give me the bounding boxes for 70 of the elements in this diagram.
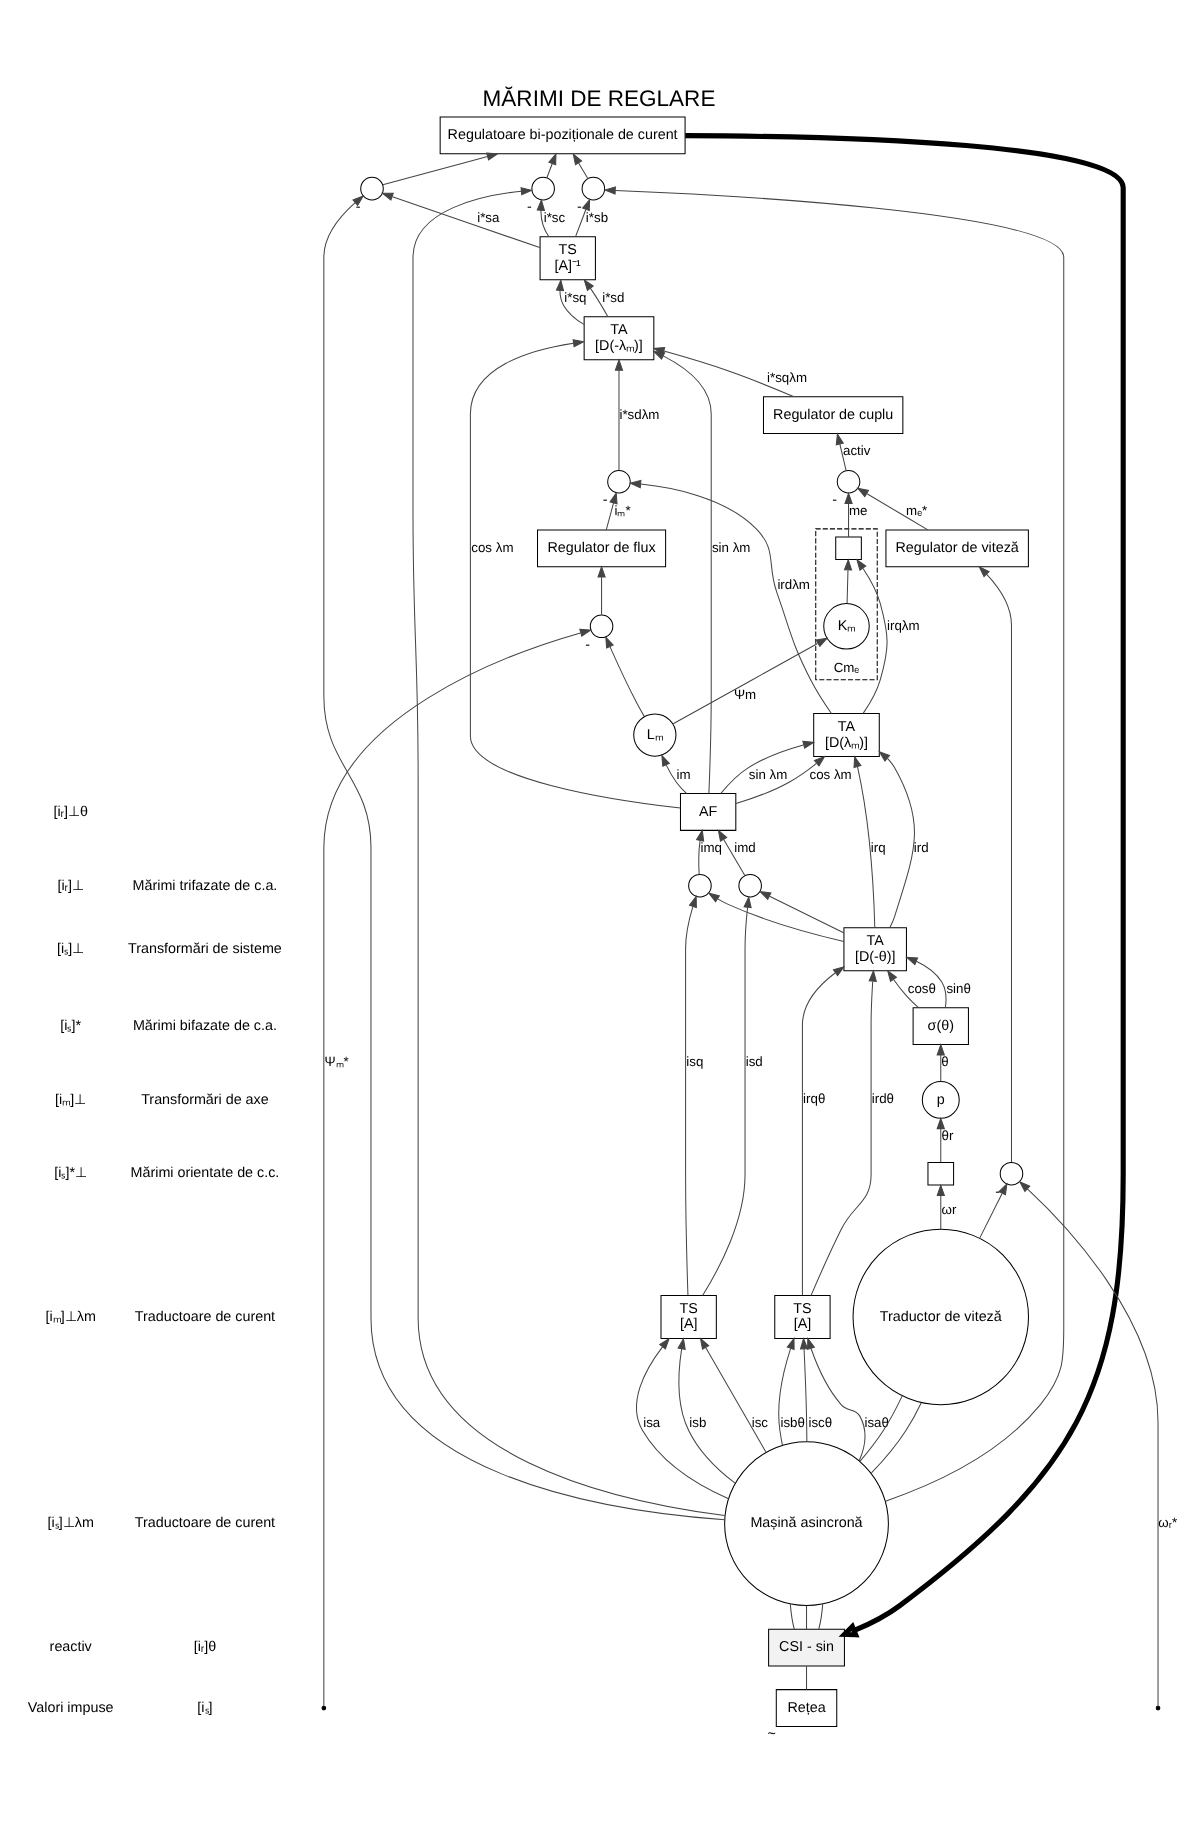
arrow bbox=[799, 1336, 809, 1441]
arrow bbox=[810, 968, 877, 1295]
arrow bbox=[583, 277, 609, 317]
arrow bbox=[685, 132, 1126, 1637]
arrow bbox=[699, 1336, 767, 1452]
connector bbox=[806, 1664, 808, 1690]
arrow bbox=[878, 749, 915, 927]
arrow bbox=[936, 1182, 946, 1229]
arrow bbox=[605, 490, 618, 530]
arrow bbox=[707, 891, 845, 941]
node-circle bbox=[999, 1160, 1024, 1185]
node-circle bbox=[738, 872, 762, 897]
arrow bbox=[886, 968, 919, 1007]
arrow bbox=[628, 478, 832, 714]
node-circle bbox=[688, 872, 712, 897]
arrow bbox=[717, 828, 746, 876]
arrow bbox=[720, 739, 816, 793]
arrow bbox=[856, 557, 888, 713]
arrow bbox=[685, 894, 697, 1295]
arrow bbox=[672, 636, 829, 724]
connector bbox=[789, 1602, 795, 1629]
node-circle bbox=[531, 175, 555, 200]
arrow bbox=[605, 634, 645, 716]
arrow bbox=[323, 627, 593, 1706]
arrow bbox=[835, 431, 847, 471]
arrow bbox=[575, 197, 591, 237]
arrow bbox=[936, 1042, 946, 1081]
arrow bbox=[597, 564, 606, 615]
arrow bbox=[695, 827, 705, 874]
arrow bbox=[936, 1115, 946, 1162]
arrow bbox=[978, 564, 1012, 1162]
arrow bbox=[636, 1336, 729, 1499]
arrow bbox=[412, 185, 726, 1516]
node-circle bbox=[589, 613, 614, 638]
connector bbox=[806, 1604, 808, 1629]
arrow bbox=[807, 1336, 866, 1461]
arrow bbox=[546, 151, 557, 178]
arrow bbox=[614, 357, 624, 470]
arrow bbox=[702, 894, 752, 1295]
arrow bbox=[382, 151, 499, 185]
arrow bbox=[844, 490, 853, 537]
arrow bbox=[843, 557, 853, 603]
arrow bbox=[853, 754, 876, 928]
arrow bbox=[536, 197, 550, 237]
node-box bbox=[927, 1160, 955, 1185]
connector bbox=[870, 1401, 922, 1473]
arrow bbox=[380, 191, 541, 248]
arrow bbox=[469, 338, 681, 808]
connector bbox=[818, 1602, 824, 1629]
node-circle bbox=[360, 175, 384, 200]
arrow bbox=[661, 753, 687, 793]
arrow bbox=[758, 889, 845, 933]
connector bbox=[859, 1394, 903, 1461]
diagram-title: MĂRIMI DE REGLARE bbox=[482, 87, 716, 112]
arrow bbox=[555, 277, 585, 324]
node-circle bbox=[836, 468, 861, 493]
node-box bbox=[835, 535, 862, 560]
arrow bbox=[572, 151, 589, 179]
arrow bbox=[856, 486, 929, 530]
arrow bbox=[323, 194, 726, 1520]
arrow bbox=[735, 754, 826, 803]
arrow bbox=[801, 964, 846, 1295]
arrow bbox=[603, 185, 1065, 1501]
node-circle bbox=[607, 468, 631, 493]
arrow bbox=[778, 1336, 795, 1445]
arrow bbox=[905, 955, 947, 1008]
node-circle bbox=[581, 175, 606, 200]
arrow bbox=[677, 1336, 736, 1483]
arrow bbox=[979, 1181, 1008, 1238]
arrow bbox=[1018, 1179, 1159, 1706]
